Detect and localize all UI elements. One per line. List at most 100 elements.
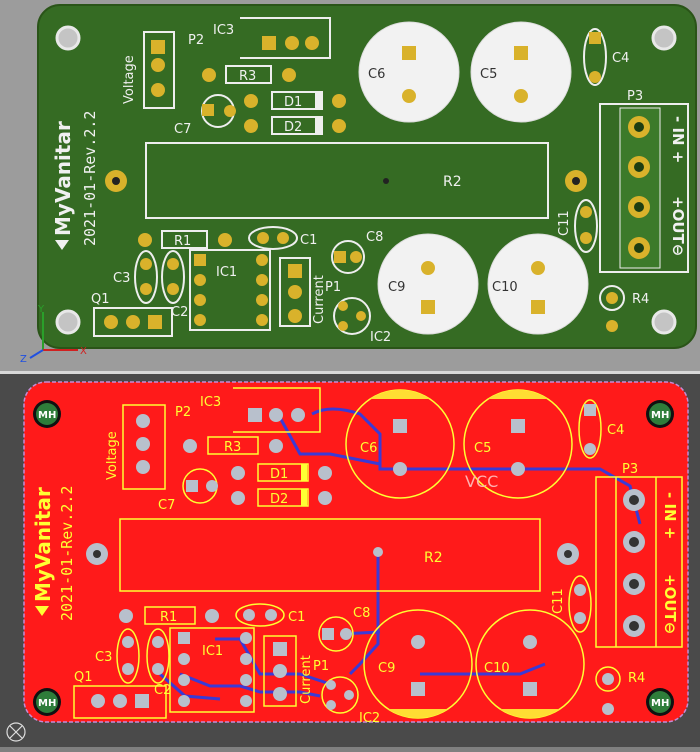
current-header-outline <box>263 635 297 707</box>
brand-name: MyVanitar <box>31 487 55 602</box>
label-p3: P3 <box>627 89 643 104</box>
view-divider <box>0 371 700 374</box>
label-p1: P1 <box>313 659 329 674</box>
ic3-outline <box>240 17 331 59</box>
c6-capacitor <box>358 21 460 123</box>
label-c2: C2 <box>171 305 188 320</box>
label-d1: D1 <box>284 95 302 110</box>
label-c1: C1 <box>300 233 317 248</box>
label-c9: C9 <box>388 280 405 295</box>
q1-outline <box>73 685 167 719</box>
d1-outline <box>271 91 323 110</box>
label-ic2: IC2 <box>359 711 380 726</box>
label-p2: P2 <box>175 405 191 420</box>
r2-outline <box>119 518 541 592</box>
label-r2: R2 <box>424 550 443 566</box>
label-c4: C4 <box>612 51 629 66</box>
label-d1: D1 <box>270 467 288 482</box>
label-in: - IN + <box>669 116 687 163</box>
label-p1: P1 <box>325 280 341 295</box>
p3-pads <box>623 489 645 637</box>
pcb-3d-canvas: R2 P2 Voltage IC3 R3 C7 D1 D2 C6 C5 C4 P… <box>20 4 697 365</box>
r4-outline <box>599 285 625 311</box>
c3-outline <box>116 628 140 684</box>
c2-outline <box>146 628 170 684</box>
p3-outline <box>595 476 683 648</box>
net-label-vcc: VCC <box>465 472 498 491</box>
mh-label: MH <box>38 410 56 421</box>
label-ic3: IC3 <box>213 23 234 38</box>
pcb-traces <box>159 407 642 701</box>
label-current: Current <box>299 655 314 704</box>
label-ic2: IC2 <box>370 330 391 345</box>
d1-outline <box>257 463 309 482</box>
pcb-2d-canvas: R2 MH MH MH MH P2 Voltage IC3 R3 C7 D1 D… <box>0 374 700 747</box>
origin-marker-icon <box>6 722 26 742</box>
mounting-hole <box>33 400 674 716</box>
c8-outline <box>331 240 365 274</box>
mounting-hole <box>55 25 677 335</box>
label-r3: R3 <box>239 69 256 84</box>
c3-outline <box>134 250 158 304</box>
label-c6: C6 <box>368 67 385 82</box>
ic3-outline <box>233 387 321 433</box>
mh-label: MH <box>38 698 56 709</box>
axis-z-label: Z <box>20 354 27 365</box>
label-c5: C5 <box>480 67 497 82</box>
label-c10: C10 <box>492 280 518 295</box>
r2-outline <box>145 142 549 219</box>
r3-outline <box>207 436 259 455</box>
label-c8: C8 <box>353 606 370 621</box>
brand-arrow <box>55 240 69 250</box>
label-c9: C9 <box>378 661 395 676</box>
label-current: Current <box>312 275 327 324</box>
pcb-3d-view[interactable]: R2 P2 Voltage IC3 R3 C7 D1 D2 C6 C5 C4 P… <box>0 0 700 372</box>
label-ic1: IC1 <box>216 265 237 280</box>
c2-outline <box>161 250 185 304</box>
label-d2: D2 <box>270 492 288 507</box>
ic1-outline <box>169 627 255 713</box>
p2-outline <box>143 31 175 109</box>
label-out: +OUT⊖ <box>669 196 687 256</box>
label-voltage: Voltage <box>122 55 137 104</box>
label-c7: C7 <box>158 498 175 513</box>
label-d2: D2 <box>284 120 302 135</box>
label-q1: Q1 <box>74 670 93 685</box>
label-c3: C3 <box>113 271 130 286</box>
p3-outline <box>599 103 689 273</box>
r1-outline <box>144 606 196 625</box>
label-c3: C3 <box>95 650 112 665</box>
axes-gizmo: Y X Z <box>20 304 87 365</box>
r4-outline <box>595 666 621 692</box>
c5-capacitor <box>470 21 572 123</box>
label-q1: Q1 <box>91 292 110 307</box>
axis-x-label: X <box>80 346 87 357</box>
r3-outline <box>225 65 272 84</box>
label-c7: C7 <box>174 122 191 137</box>
label-c6: C6 <box>360 441 377 456</box>
pcb-2d-view[interactable]: R2 MH MH MH MH P2 Voltage IC3 R3 C7 D1 D… <box>0 374 700 747</box>
c10-capacitor <box>487 233 589 335</box>
ic1-outline <box>189 249 271 331</box>
label-c11: C11 <box>557 210 572 236</box>
c1-outline <box>235 603 285 627</box>
board-revision: 2021-01-Rev.2.2 <box>58 486 76 621</box>
label-r1: R1 <box>174 234 191 249</box>
q1-outline <box>93 307 173 337</box>
d2-outline <box>271 116 323 135</box>
c8-outline <box>318 616 354 652</box>
label-r4: R4 <box>628 671 645 686</box>
label-c8: C8 <box>366 230 383 245</box>
p1-outline <box>321 676 359 714</box>
p2-outline <box>122 404 166 490</box>
label-p3: P3 <box>622 462 638 477</box>
brand-arrow <box>35 606 49 616</box>
r1-outline <box>161 230 208 249</box>
label-r1: R1 <box>160 610 177 625</box>
c11-outline <box>568 575 592 633</box>
label-p2: P2 <box>188 33 204 48</box>
c4-outline <box>583 28 607 86</box>
label-ic3: IC3 <box>200 395 221 410</box>
current-header-outline <box>279 257 311 327</box>
brand-name: MyVanitar <box>51 121 75 236</box>
